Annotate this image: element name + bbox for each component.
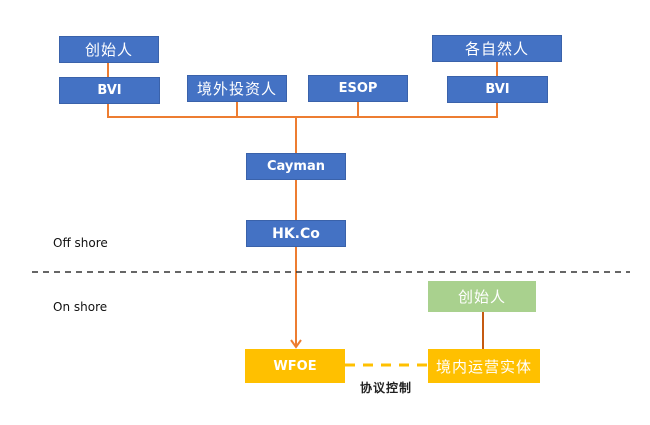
onshore-label: On shore	[53, 300, 108, 314]
box-esop: ESOP	[308, 75, 408, 102]
box-foreign-investors: 境外投资人	[187, 75, 287, 102]
box-domestic-entity: 境内运营实体	[428, 349, 540, 383]
box-founder-offshore: 创始人	[59, 36, 159, 63]
box-bvi-left: BVI	[59, 77, 160, 104]
arrowhead-icon	[290, 339, 302, 349]
vie-control-label: 协议控制	[360, 381, 413, 395]
box-hkco: HK.Co	[246, 220, 346, 247]
offshore-label: Off shore	[53, 236, 108, 250]
box-bvi-right: BVI	[447, 76, 548, 103]
box-cayman: Cayman	[246, 153, 346, 180]
box-individuals: 各自然人	[432, 35, 562, 62]
box-wfoe: WFOE	[245, 349, 345, 383]
box-founder-onshore: 创始人	[428, 281, 536, 312]
